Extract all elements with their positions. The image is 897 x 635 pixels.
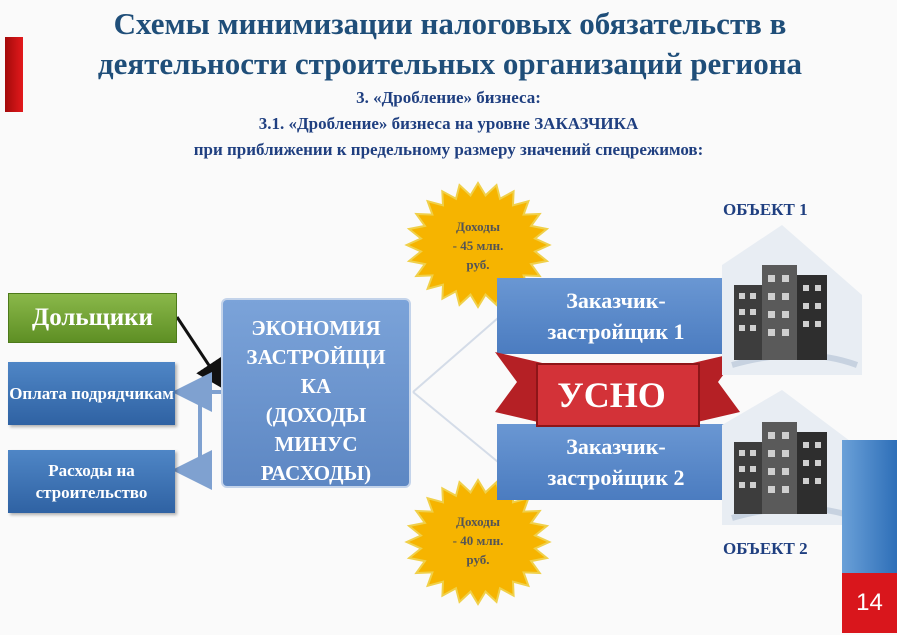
regime-label: УСНО [557,375,666,415]
savings-scroll: ЭКОНОМИЯ ЗАСТРОЙЩИ КА (ДОХОДЫ МИНУС РАСХ… [221,298,411,488]
income-star-top-icon [404,181,552,309]
income-top-line-1: Доходы [456,219,500,234]
investors-arrow [175,316,226,391]
building-2-icon [722,390,862,525]
object-2-label: ОБЪЕКТ 2 [723,539,808,558]
subtitle-line-2: 3.1. «Дробление» бизнеса на уровне ЗАКАЗ… [258,114,639,133]
contractor-1-box: Заказчик- застройщик 1 [497,278,735,354]
savings-line-5: МИНУС [274,432,358,456]
income-top-line-3: руб. [466,257,490,272]
regime-ribbon [495,352,740,427]
income-bottom-line-1: Доходы [456,514,500,529]
investors-box: Дольщики [8,293,177,343]
contractor-1-line-2: застройщик 1 [547,319,685,344]
income-bottom-line-2: - 40 млн. [452,533,504,548]
contractor-2-line-1: Заказчик- [566,434,666,459]
expenses-box: Расходы на строительство [8,450,175,513]
savings-line-2: ЗАСТРОЙЩИ [246,345,386,369]
page-title: Схемы минимизации налоговых обязательств… [20,4,880,84]
contractor-1-line-1: Заказчик- [566,288,666,313]
income-bottom-line-3: руб. [466,552,490,567]
title-line-1: Схемы минимизации налоговых обязательств… [113,6,787,41]
building-1-icon [722,225,862,375]
income-top-line-2: - 45 млн. [452,238,504,253]
income-star-bottom-icon [404,478,552,606]
title-accent-bar [5,37,23,112]
corner-accent [842,440,897,573]
contractor-2-box: Заказчик- застройщик 2 [497,424,735,500]
payment-box: Оплата подрядчикам [8,362,175,425]
income-star-top-text: Доходы - 45 млн. руб. [428,217,528,274]
subtitle-line-3: при приближении к предельному размеру зн… [193,140,704,159]
savings-line-6: РАСХОДЫ) [260,461,372,485]
title-line-2: деятельности строительных организаций ре… [97,46,803,81]
page-number: 14 [842,573,897,633]
savings-line-3: КА [300,374,332,398]
contractor-2-line-2: застройщик 2 [547,465,685,490]
income-star-bottom-text: Доходы - 40 млн. руб. [428,512,528,569]
savings-line-1: ЭКОНОМИЯ [251,316,381,340]
object-1-label: ОБЪЕКТ 1 [723,200,808,219]
savings-line-4: (ДОХОДЫ [265,403,367,427]
subtitle-line-1: 3. «Дробление» бизнеса: [356,88,541,107]
